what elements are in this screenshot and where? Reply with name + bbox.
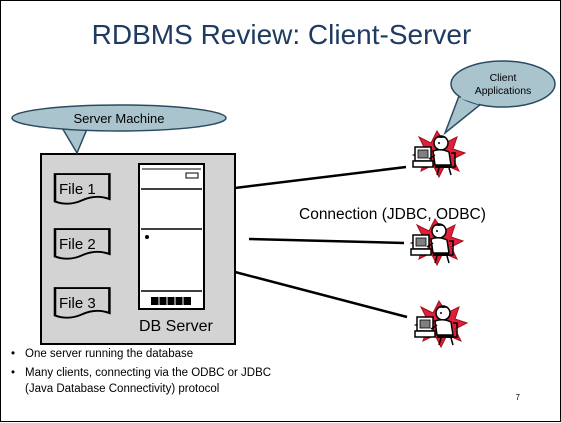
file-1: File 1 [53,172,111,205]
file-label: File 1 [59,181,96,198]
page-number: 7 [515,393,520,402]
client-workstation-icon [414,300,468,348]
connection-label: Connection (JDBC, ODBC) [299,206,486,223]
connection-line-2 [248,237,405,245]
client-applications-callout: Client Applications [443,60,556,136]
slide-title: RDBMS Review: Client-Server [91,19,472,50]
client-callout-line-2: Applications [475,85,532,97]
file-label: File 2 [59,236,96,253]
db-server-label: DB Server [139,318,213,335]
client-callout-line-1: Client [490,72,517,84]
server-machine-callout: Server Machine [11,104,227,155]
bullet-item: One server running the database [9,346,489,362]
client-workstation-icon [412,130,466,178]
file-label: File 3 [59,295,96,312]
connection-line-1 [234,165,407,190]
client-workstation-icon [410,218,464,266]
connection-line-3 [234,270,408,319]
file-2: File 2 [53,227,111,260]
server-machine-label: Server Machine [73,111,164,126]
bullet-list: One server running the database Many cli… [9,346,489,400]
bullet-item-continuation: (Java Database Connectivity) protocol [25,383,220,395]
server-tower-icon [138,163,205,310]
file-3: File 3 [53,286,111,319]
bullet-item: Many clients, connecting via the ODBC or… [9,365,489,381]
